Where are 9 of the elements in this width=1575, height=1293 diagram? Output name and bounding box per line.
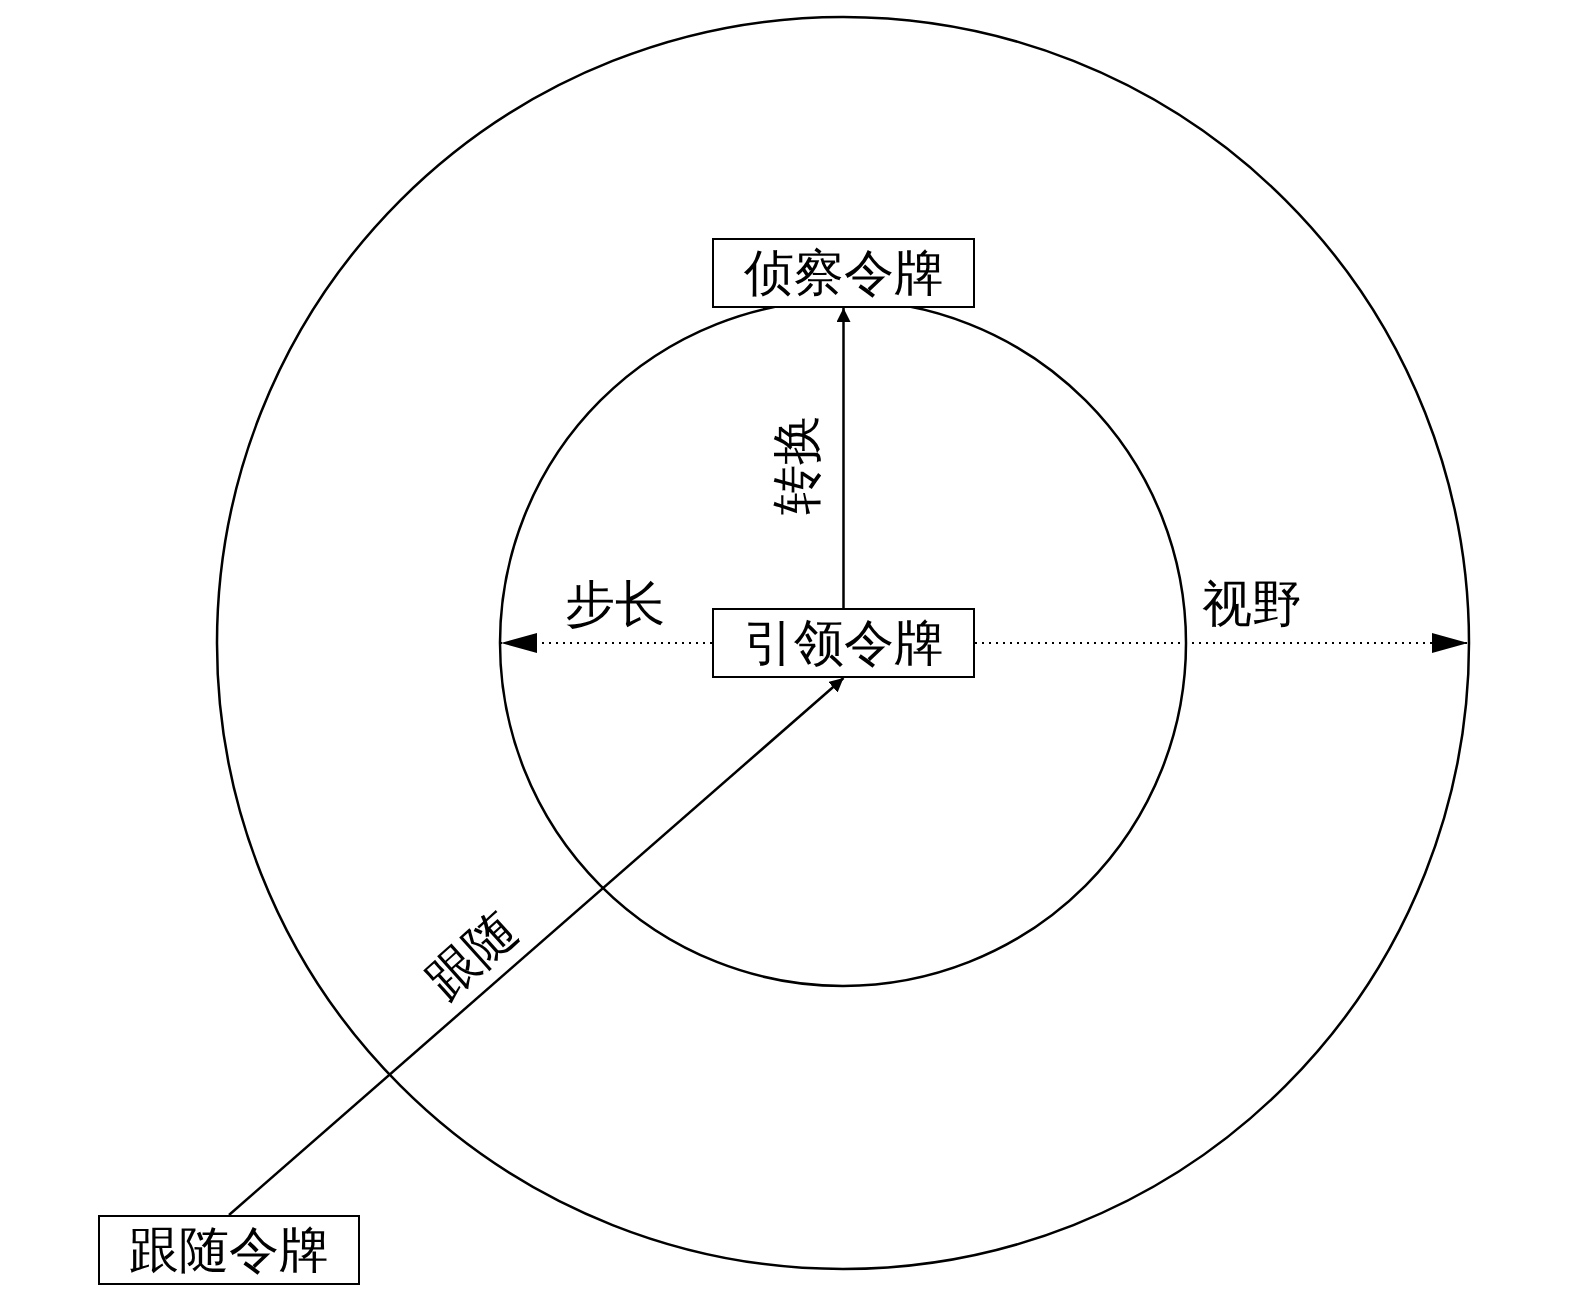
dimension-label: 视野 [1202, 579, 1302, 629]
edge-label: 跟随 [418, 902, 526, 1008]
token-box: 侦察令牌 [712, 238, 975, 308]
dimension-label: 步长 [565, 579, 665, 629]
arrow [228, 677, 845, 1216]
edge-label: 转换 [772, 415, 822, 515]
token-box: 引领令牌 [712, 608, 975, 678]
arrow [836, 308, 851, 608]
token-box: 跟随令牌 [98, 1215, 360, 1285]
